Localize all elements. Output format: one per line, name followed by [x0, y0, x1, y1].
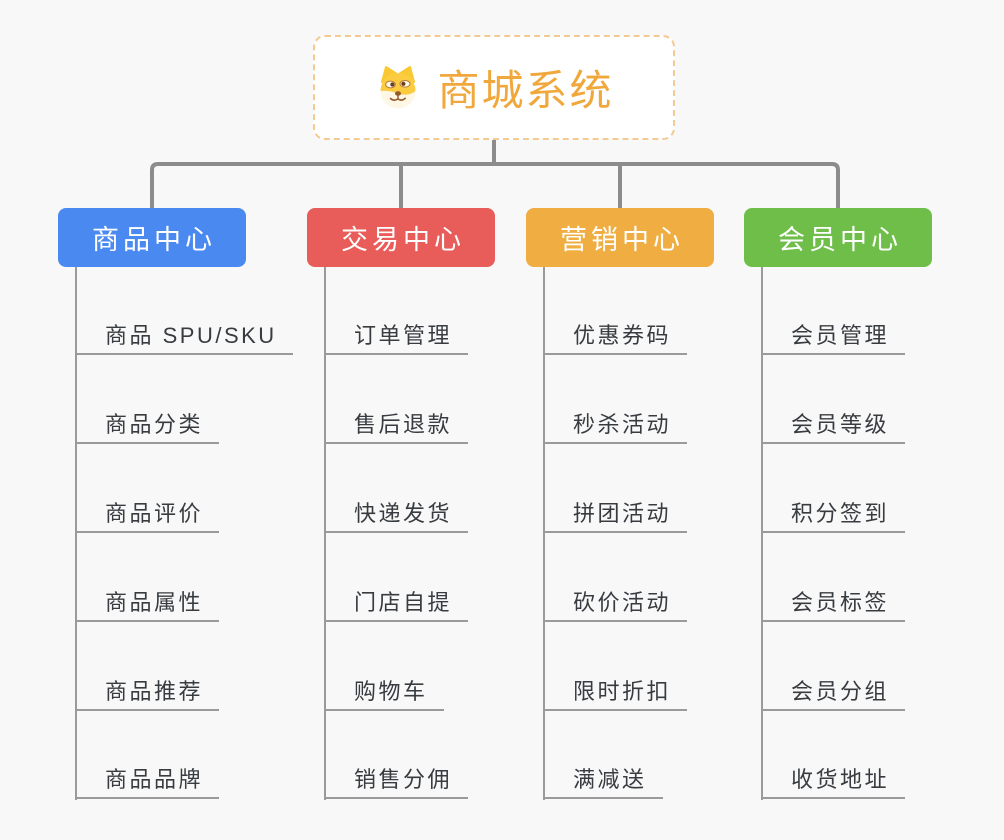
leaf-node[interactable]: 积分签到: [761, 497, 906, 533]
leaf-node[interactable]: 会员管理: [761, 319, 906, 355]
branch-label: 交易中心: [341, 225, 465, 255]
leaf-node[interactable]: 订单管理: [324, 319, 469, 355]
leaf-node[interactable]: 购物车: [324, 675, 444, 711]
branch-product-center: 商品中心 商品 SPU/SKU 商品分类 商品评价 商品属性 商品推荐 商品品牌: [58, 208, 318, 800]
branch-node-member-center[interactable]: 会员中心: [744, 208, 932, 267]
branch-node-trade-center[interactable]: 交易中心: [307, 208, 495, 267]
leaf-node[interactable]: 优惠券码: [543, 319, 688, 355]
leaf-node[interactable]: 商品推荐: [75, 675, 220, 711]
root-title: 商城系统: [437, 67, 614, 114]
leaf-node[interactable]: 会员等级: [761, 408, 906, 444]
branch-node-marketing-center[interactable]: 营销中心: [526, 208, 714, 267]
branch-label: 商品中心: [92, 225, 216, 255]
leaf-node[interactable]: 售后退款: [324, 408, 469, 444]
doge-mascot-icon: [380, 65, 416, 108]
branch-trade-center: 交易中心 订单管理 售后退款 快递发货 门店自提 购物车 销售分佣: [307, 208, 567, 800]
leaf-node[interactable]: 拼团活动: [543, 497, 688, 533]
leaf-node[interactable]: 商品分类: [75, 408, 220, 444]
leaf-node[interactable]: 收货地址: [761, 763, 906, 799]
leaf-node[interactable]: 商品 SPU/SKU: [75, 319, 293, 355]
leaf-node[interactable]: 会员分组: [761, 675, 906, 711]
branch-label: 营销中心: [560, 225, 684, 255]
leaf-node[interactable]: 门店自提: [324, 586, 469, 622]
leaf-node[interactable]: 会员标签: [761, 586, 906, 622]
leaf-node[interactable]: 砍价活动: [543, 586, 688, 622]
leaf-node[interactable]: 秒杀活动: [543, 408, 688, 444]
leaf-node[interactable]: 限时折扣: [543, 675, 688, 711]
branch-node-product-center[interactable]: 商品中心: [58, 208, 246, 267]
branch-spine: [324, 267, 326, 800]
leaf-node[interactable]: 快递发货: [324, 497, 469, 533]
branch-spine: [543, 267, 545, 800]
leaf-node[interactable]: 商品评价: [75, 497, 220, 533]
leaf-node[interactable]: 满减送: [543, 763, 663, 799]
leaf-node[interactable]: 商品品牌: [75, 763, 220, 799]
branch-label: 会员中心: [778, 225, 902, 255]
branch-marketing-center: 营销中心 优惠券码 秒杀活动 拼团活动 砍价活动 限时折扣 满减送: [526, 208, 786, 800]
root-node[interactable]: 商城系统: [313, 35, 675, 140]
branch-member-center: 会员中心 会员管理 会员等级 积分签到 会员标签 会员分组 收货地址: [744, 208, 1004, 800]
branch-spine: [761, 267, 763, 800]
leaf-node[interactable]: 商品属性: [75, 586, 220, 622]
leaf-node[interactable]: 销售分佣: [324, 763, 469, 799]
branch-spine: [75, 267, 77, 800]
